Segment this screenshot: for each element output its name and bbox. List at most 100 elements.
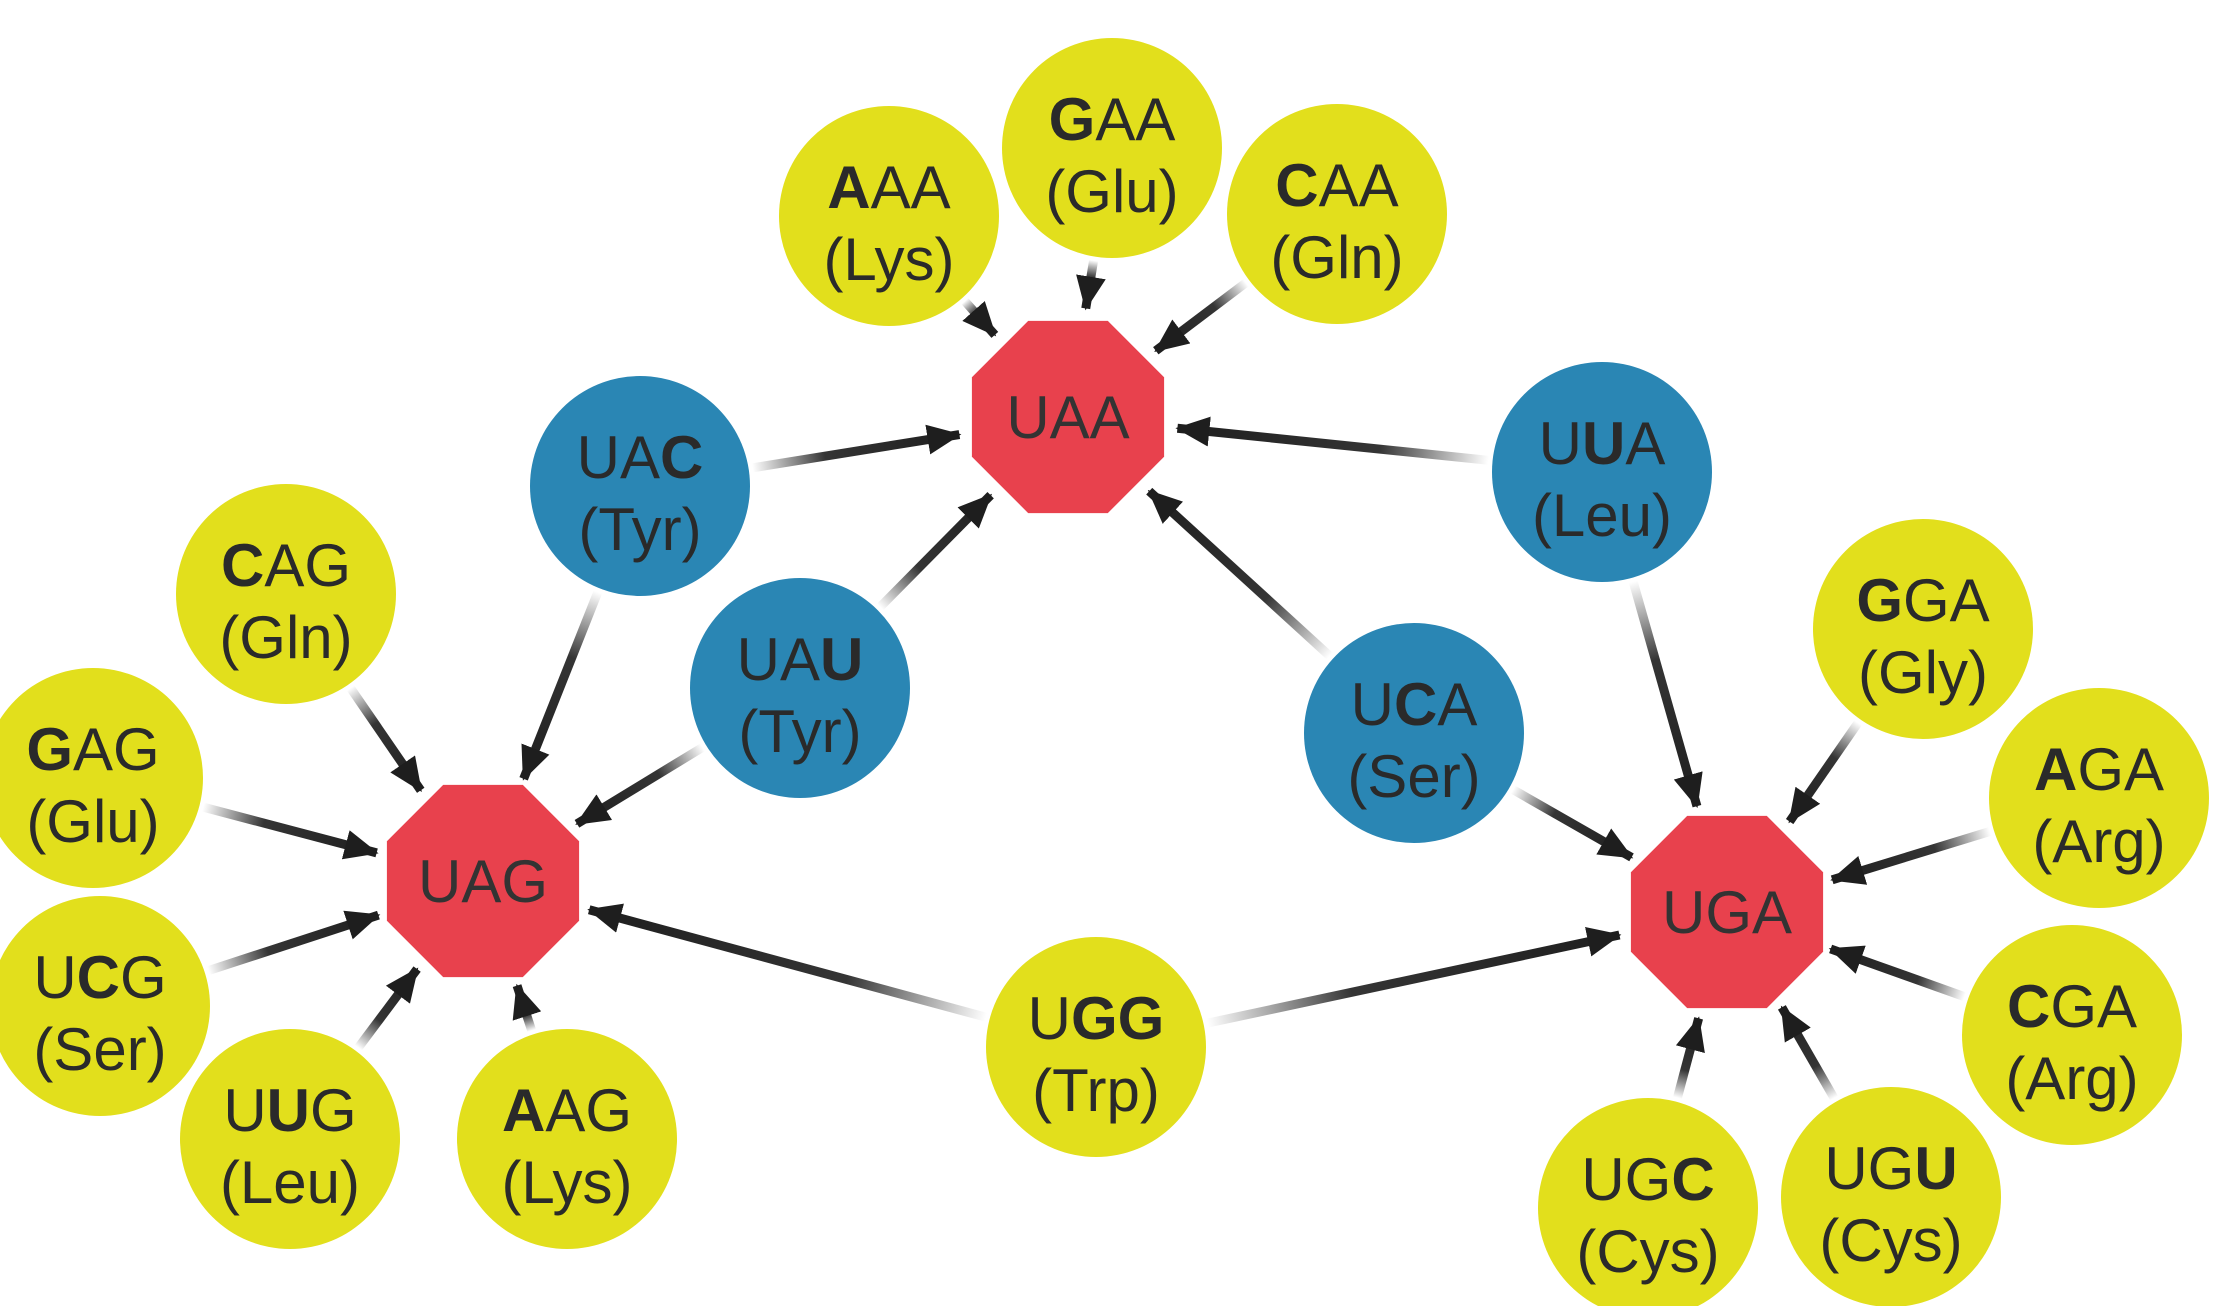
codon-circle (779, 106, 999, 326)
amino-acid-label: (Leu) (220, 1149, 360, 1216)
arrow-uua-to-uaa (1175, 416, 1490, 465)
codon-ugu: UGU(Cys) (1781, 1087, 2001, 1306)
stop-octagon-icon (1630, 815, 1824, 1009)
codon-uca: UCA(Ser) (1304, 623, 1524, 843)
codon-sequence: UAC (577, 424, 704, 491)
base: UG (1824, 1135, 1914, 1202)
mutated-base: U (1582, 410, 1625, 477)
stop-octagon-icon (971, 320, 1165, 514)
stop-codon-label: UGA (1662, 879, 1792, 946)
codon-gga: GGA(Gly) (1813, 519, 2033, 739)
mutated-base: C (1671, 1146, 1714, 1213)
arrow-ucg-to-uag (206, 910, 381, 975)
amino-acid-label: (Glu) (26, 788, 159, 855)
mutated-base: C (1394, 671, 1437, 738)
mutated-base: C (77, 944, 120, 1011)
base: U (223, 1077, 266, 1144)
codon-sequence: GAA (1049, 86, 1176, 153)
base: GA (2077, 736, 2164, 803)
codon-circle (176, 484, 396, 704)
base: AG (264, 532, 351, 599)
arrows-layer (202, 259, 1992, 1101)
arrow-ugg-to-uga (1206, 927, 1622, 1028)
amino-acid-label: (Trp) (1032, 1057, 1160, 1124)
codon-circle (1002, 38, 1222, 258)
codon-sequence: AAG (502, 1077, 632, 1144)
base: A (1625, 410, 1665, 477)
codon-gaa: GAA(Glu) (1002, 38, 1222, 258)
arrow-caa-to-uaa (1153, 279, 1249, 355)
codon-sequence: GAG (26, 716, 159, 783)
amino-acid-label: (Arg) (2032, 808, 2165, 875)
arrow-gaa-to-uaa (1076, 259, 1106, 311)
codon-aaa: AAA(Lys) (779, 106, 999, 326)
amino-acid-label: (Ser) (1347, 743, 1480, 810)
codon-circle (0, 668, 203, 888)
amino-acid-label: (Lys) (501, 1149, 632, 1216)
stop-octagon-icon (386, 784, 580, 978)
mutated-base: C (221, 532, 264, 599)
amino-acid-label: (Leu) (1532, 482, 1672, 549)
codon-sequence: UCG (33, 944, 166, 1011)
codon-caa: CAA(Gln) (1227, 104, 1447, 324)
mutated-base: U (1914, 1135, 1957, 1202)
arrow-aag-to-uag (512, 983, 542, 1032)
arrow-ugg-to-uag (587, 903, 988, 1022)
stop-codon-label: UAA (1006, 384, 1129, 451)
arrow-cga-to-uga (1828, 944, 1967, 1001)
base: G (120, 944, 167, 1011)
amino-acid-label: (Ser) (33, 1016, 166, 1083)
arrow-ugc-to-uga (1673, 1016, 1705, 1100)
amino-acid-label: (Glu) (1045, 158, 1178, 225)
mutated-base: C (1275, 152, 1318, 219)
base: A (1437, 671, 1477, 738)
mutated-base: G (1856, 567, 1903, 634)
base: U (1028, 985, 1071, 1052)
base: GA (1903, 567, 1990, 634)
amino-acid-label: (Gln) (219, 604, 352, 671)
codon-uug: UUG(Leu) (180, 1029, 400, 1249)
codon-sequence: GGA (1856, 567, 1989, 634)
stop-codon-uga: UGA (1630, 815, 1824, 1009)
base: GA (2050, 973, 2137, 1040)
base: AG (545, 1077, 632, 1144)
amino-acid-label: (Cys) (1576, 1218, 1719, 1285)
stop-codon-uaa: UAA (971, 320, 1165, 514)
codon-sequence: UGU (1824, 1135, 1957, 1202)
amino-acid-label: (Tyr) (738, 698, 861, 765)
arrow-ugu-to-uga (1777, 1005, 1839, 1101)
amino-acid-label: (Cys) (1819, 1207, 1962, 1274)
mutated-base: GG (1071, 985, 1164, 1052)
codon-sequence: UGC (1581, 1146, 1714, 1213)
codon-sequence: CGA (2007, 973, 2137, 1040)
codon-circle (1227, 104, 1447, 324)
amino-acid-label: (Gly) (1858, 639, 1988, 706)
codon-circle (457, 1029, 677, 1249)
base: U (1351, 671, 1394, 738)
arrow-uau-to-uag (574, 743, 705, 828)
codon-sequence: CAA (1275, 152, 1398, 219)
arrow-uca-to-uaa (1146, 487, 1333, 660)
codon-cag: CAG(Gln) (176, 484, 396, 704)
codon-uua: UUA(Leu) (1492, 362, 1712, 582)
codon-circle (1813, 519, 2033, 739)
codons-layer: AAA(Lys)GAA(Glu)CAA(Gln)UAC(Tyr)UUA(Leu)… (0, 38, 2209, 1306)
arrow-gag-to-uag (202, 802, 379, 860)
codon-circle (180, 1029, 400, 1249)
codon-sequence: UUA (1539, 410, 1666, 477)
codon-uau: UAU(Tyr) (690, 578, 910, 798)
mutated-base: A (502, 1077, 545, 1144)
codon-circle (1962, 925, 2182, 1145)
arrow-uug-to-uag (354, 966, 421, 1051)
codon-circle (0, 896, 210, 1116)
codon-sequence: AGA (2034, 736, 2164, 803)
arrow-cag-to-uag (346, 685, 425, 793)
codon-circle (986, 937, 1206, 1157)
mutated-base: C (660, 424, 703, 491)
mutated-base: C (2007, 973, 2050, 1040)
codon-circle (530, 376, 750, 596)
mutated-base: A (2034, 736, 2077, 803)
base: U (33, 944, 76, 1011)
arrow-uua-to-uga (1628, 580, 1703, 809)
